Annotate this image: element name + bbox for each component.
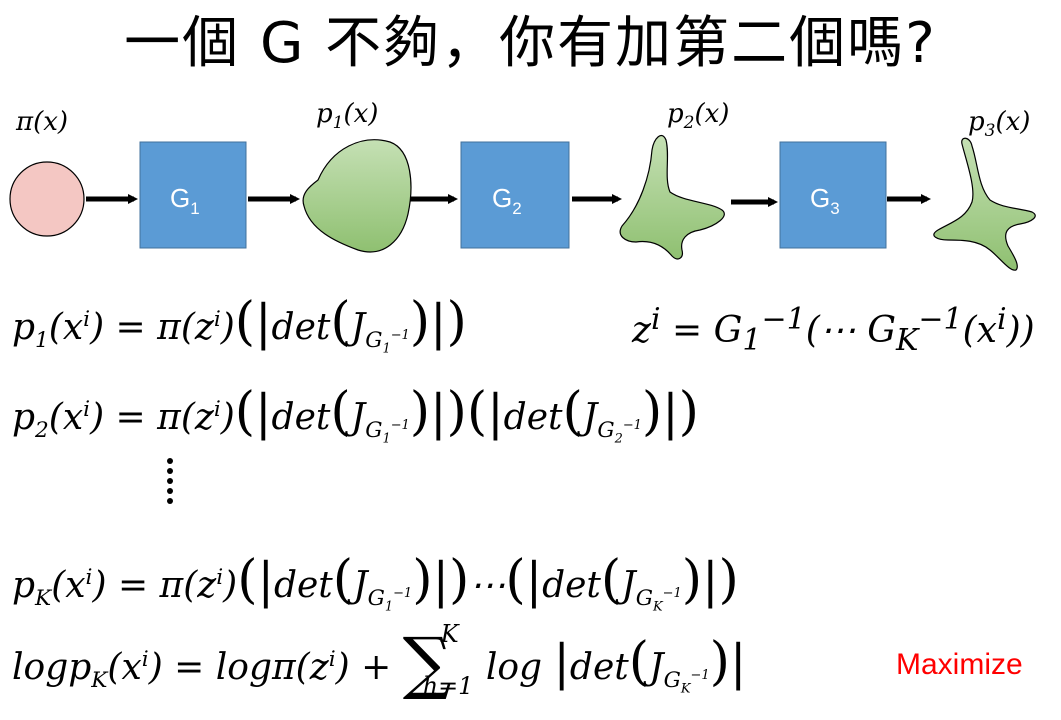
generator-box-3 — [779, 141, 887, 249]
equation-z-inverse: zi = G1−1(⋯ GK−1(xi)) — [632, 302, 1035, 359]
p2-label: p2(x) — [667, 99, 729, 133]
generator-box-2 — [460, 141, 570, 249]
distribution-blob-3 — [933, 137, 1036, 271]
distribution-blob-2 — [619, 135, 725, 260]
input-distribution-circle — [9, 161, 85, 237]
vertical-ellipsis — [167, 458, 177, 508]
p1-label: p1(x) — [316, 99, 378, 133]
equation-p1: p1(xi) = π(zi)(|det(JG1−1)|) — [12, 292, 467, 357]
distribution-blob-1 — [302, 139, 412, 253]
equation-p2: p2(xi) = π(zi)(|det(JG1−1)|)(|det(JG2−1)… — [12, 382, 700, 447]
flow-diagram: π(x) p1(x) p2(x) p3(x) G1 G2 G3 — [9, 99, 1036, 271]
input-distribution-label: π(x) — [15, 107, 68, 137]
generator-box-1 — [139, 141, 247, 249]
equation-pK: pK(xi) = π(zi)(|det(JG1−1)|)⋯(|det(JGK−1… — [12, 550, 739, 615]
p3-label: p3(x) — [968, 107, 1030, 141]
maximize-label: Maximize — [896, 648, 1023, 681]
page-title: 一個 G 不夠，你有加第二個嗎? — [124, 11, 937, 76]
